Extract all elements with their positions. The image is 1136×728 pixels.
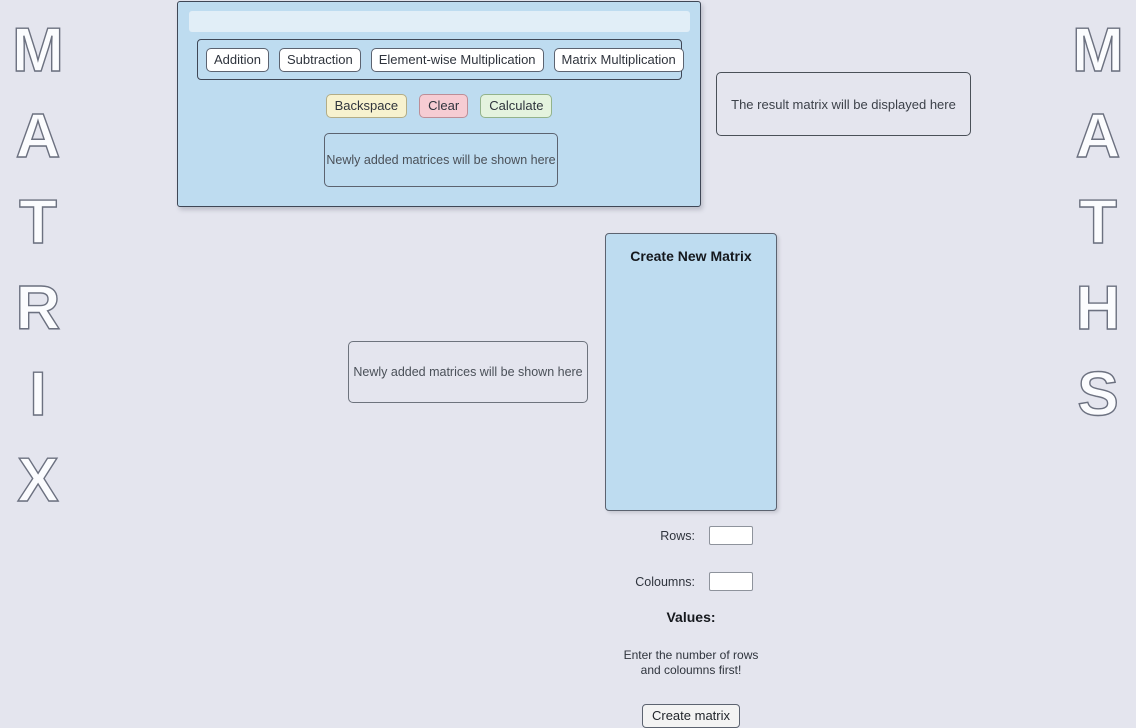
decor-letter: A bbox=[1075, 101, 1121, 171]
calculator-panel: Addition Subtraction Element-wise Multip… bbox=[177, 1, 701, 207]
values-heading: Values: bbox=[666, 609, 716, 625]
clear-button[interactable]: Clear bbox=[419, 94, 469, 118]
values-hint-text: Enter the number of rows and coloumns fi… bbox=[623, 648, 759, 677]
operation-button-matrix-multiplication[interactable]: Matrix Multiplication bbox=[553, 47, 684, 72]
decor-letter: M bbox=[1071, 15, 1124, 85]
calculate-button[interactable]: Calculate bbox=[480, 94, 553, 118]
decor-letter: I bbox=[29, 359, 48, 429]
action-button-row: Backspace Clear Calculate bbox=[178, 94, 700, 118]
rows-field-row: Rows: bbox=[606, 526, 776, 545]
operations-group: Addition Subtraction Element-wise Multip… bbox=[197, 39, 684, 80]
result-matrix-display: The result matrix will be displayed here bbox=[716, 72, 971, 136]
decor-letter: S bbox=[1077, 359, 1120, 429]
decor-word-maths: M A T H S bbox=[1060, 0, 1136, 511]
decor-letter: M bbox=[11, 15, 64, 85]
create-matrix-panel: Create New Matrix Rows: Coloumns: Values… bbox=[605, 233, 777, 728]
decor-word-matrix: M A T R I X bbox=[0, 0, 76, 515]
rows-input[interactable] bbox=[709, 526, 753, 545]
columns-field-row: Coloumns: bbox=[606, 572, 776, 591]
expression-display[interactable] bbox=[189, 11, 690, 32]
columns-label: Coloumns: bbox=[635, 574, 695, 589]
operation-button-element-wise-multiplication[interactable]: Element-wise Multiplication bbox=[370, 47, 544, 72]
decor-letter: X bbox=[17, 445, 60, 515]
calculator-matrices-placeholder: Newly added matrices will be shown here bbox=[324, 133, 558, 187]
backspace-button[interactable]: Backspace bbox=[325, 94, 408, 118]
operation-button-addition[interactable]: Addition bbox=[206, 47, 269, 72]
create-matrix-button[interactable]: Create matrix bbox=[641, 704, 741, 728]
decor-letter: T bbox=[1078, 187, 1117, 257]
decor-letter: H bbox=[1075, 273, 1121, 343]
rows-label: Rows: bbox=[660, 528, 695, 543]
added-matrices-list: Newly added matrices will be shown here bbox=[348, 341, 588, 403]
decor-letter: A bbox=[15, 101, 61, 171]
create-matrix-button-row: Create matrix bbox=[606, 704, 776, 728]
decor-letter: R bbox=[15, 273, 61, 343]
operation-button-subtraction[interactable]: Subtraction bbox=[278, 47, 361, 72]
create-matrix-title: Create New Matrix bbox=[630, 248, 752, 264]
columns-input[interactable] bbox=[709, 572, 753, 591]
decor-letter: T bbox=[18, 187, 57, 257]
